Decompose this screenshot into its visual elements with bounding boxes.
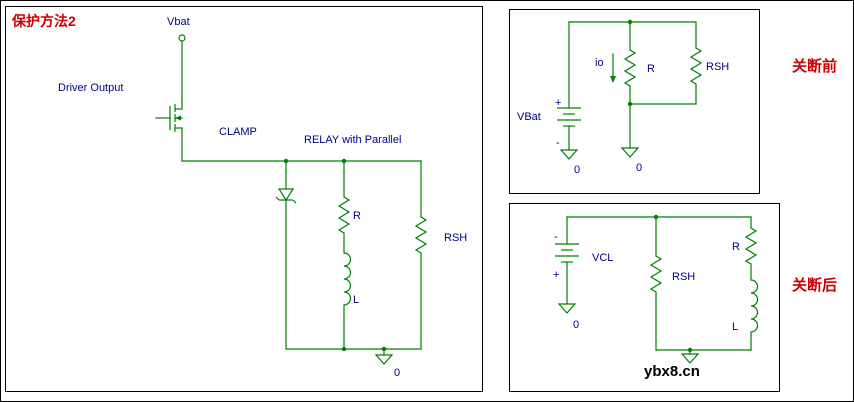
main-circuit-panel: 保护方法2 Vbat Driver Output CLAMP RELAY wit… — [5, 6, 483, 392]
inductor-l — [750, 279, 759, 351]
resistor-r — [337, 160, 351, 254]
junction-dot — [627, 19, 633, 25]
before-turnoff-schematic: VBat + - 0 io — [517, 19, 729, 176]
battery-vbat — [557, 21, 581, 151]
ground-symbol — [557, 303, 577, 314]
junction-dot — [653, 214, 659, 220]
vbat-terminal — [178, 34, 186, 42]
io-label: io — [595, 57, 604, 69]
resistor-r — [623, 21, 637, 105]
clamp-label: CLAMP — [219, 126, 257, 138]
minus-label: - — [556, 137, 560, 149]
vcl-label: VCL — [592, 252, 613, 264]
r-label: R — [732, 241, 740, 253]
driver-output-label: Driver Output — [58, 82, 123, 94]
rsh-label: RSH — [672, 271, 695, 283]
ground-label: 0 — [574, 164, 580, 176]
after-turnoff-schematic: - + VCL 0 RSH — [553, 214, 759, 380]
r-label: R — [353, 210, 361, 222]
l-label: L — [732, 321, 738, 333]
main-circuit-schematic: 保护方法2 Vbat Driver Output CLAMP RELAY wit… — [11, 13, 467, 379]
mosfet-symbol — [155, 100, 183, 162]
zener-diode — [275, 160, 297, 350]
junction-dot — [627, 101, 633, 107]
junction-dot — [283, 158, 289, 164]
ground-symbol — [559, 149, 579, 160]
junction-dot — [341, 346, 347, 352]
resistor-rsh — [689, 21, 703, 105]
relay-label: RELAY with Parallel — [304, 134, 401, 146]
ground-label: 0 — [636, 162, 642, 174]
r-label: R — [647, 63, 655, 75]
caption-after-turnoff: 关断后 — [792, 277, 838, 294]
resistor-rsh — [414, 160, 428, 350]
junction-dot — [341, 158, 347, 164]
vbat-label: Vbat — [167, 16, 190, 28]
watermark: ybx8.cn — [644, 363, 700, 380]
battery-vcl — [555, 216, 579, 305]
current-arrow-io — [610, 53, 616, 83]
ground-symbol — [680, 349, 700, 364]
rsh-label: RSH — [706, 61, 729, 73]
minus-label: - — [554, 231, 558, 243]
ground-label: 0 — [394, 367, 400, 379]
resistor-r — [744, 216, 758, 281]
plus-label: + — [553, 269, 559, 281]
vbat-label: VBat — [517, 111, 541, 123]
caption-before-turnoff: 关断前 — [792, 58, 838, 75]
resistor-rsh — [649, 216, 663, 351]
after-turnoff-panel: - + VCL 0 RSH — [509, 203, 780, 392]
rsh-label: RSH — [444, 232, 467, 244]
ground-label: 0 — [573, 319, 579, 331]
panel-title: 保护方法2 — [11, 13, 76, 29]
ground-symbol — [620, 147, 640, 158]
before-turnoff-panel: VBat + - 0 io — [509, 9, 760, 194]
inductor-l — [343, 252, 352, 350]
plus-label: + — [555, 97, 561, 109]
ground-symbol — [374, 348, 394, 365]
l-label: L — [353, 294, 359, 306]
